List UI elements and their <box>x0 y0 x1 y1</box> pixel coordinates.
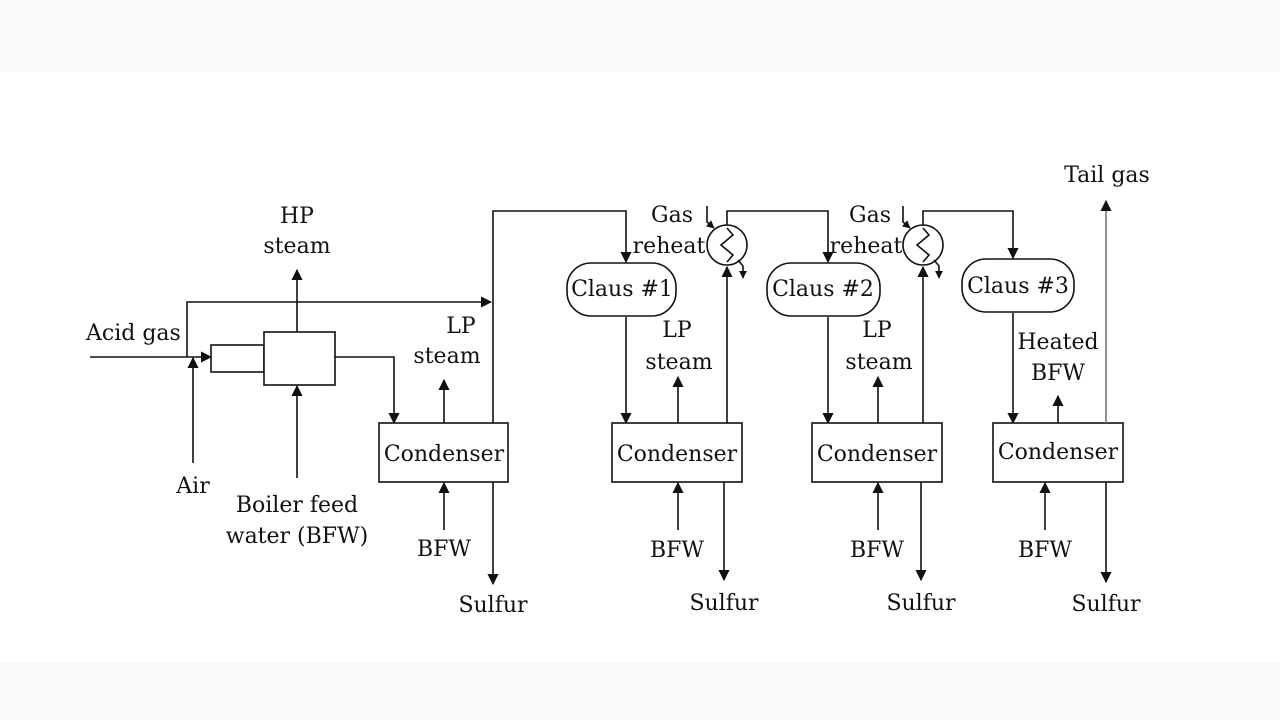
acid-gas-label: Acid gas <box>85 321 181 346</box>
top-margin <box>0 0 1280 72</box>
heated-label: Heated <box>1017 330 1098 355</box>
waste-heat-boiler <box>263 331 336 386</box>
steam-label-1: steam <box>413 344 480 369</box>
condenser-1-label: Condenser <box>384 442 505 467</box>
reheater-to-claus-3-line <box>922 210 1019 260</box>
steam-label-3: steam <box>845 350 912 375</box>
lp-label-1: LP <box>446 314 476 339</box>
condenser-1 <box>378 422 509 483</box>
boiler-to-condenser-line <box>335 356 400 425</box>
bfw-label-1: BFW <box>417 537 471 562</box>
tail-gas-label: Tail gas <box>1064 163 1150 188</box>
gas-reheater-2 <box>902 224 944 266</box>
claus-2-reactor <box>766 262 881 317</box>
gas-reheater-1 <box>706 224 748 266</box>
bfw-label-4: BFW <box>1018 538 1072 563</box>
air-label: Air <box>175 474 210 499</box>
boiler-feed-label-line2: water (BFW) <box>226 524 369 549</box>
condenser-4-label: Condenser <box>998 440 1119 465</box>
reheat-steam-in-2 <box>901 206 911 229</box>
reheater-2-coil <box>915 227 931 263</box>
claus-1-reactor <box>566 262 677 317</box>
condenser-2-label: Condenser <box>617 442 738 467</box>
bottom-margin <box>0 662 1280 720</box>
condenser-2 <box>611 422 743 483</box>
reheater-to-claus-2-line <box>726 210 834 264</box>
reheat-condensate-out-2 <box>933 259 943 279</box>
claus-1-label: Claus #1 <box>571 277 673 302</box>
boiler-feed-label-line1: Boiler feed <box>236 493 358 518</box>
condenser-3-label: Condenser <box>817 442 938 467</box>
claus-2-label: Claus #2 <box>772 277 874 302</box>
gas-label-2: Gas <box>849 203 891 228</box>
lp-label-2: LP <box>662 318 692 343</box>
acid-gas-bypass-line <box>186 296 493 357</box>
heated-bfw-label: BFW <box>1031 361 1085 386</box>
sulfur-label-3: Sulfur <box>886 591 956 616</box>
sulfur-label-4: Sulfur <box>1071 592 1141 617</box>
steam-label-2: steam <box>645 350 712 375</box>
gas-to-claus-1-line <box>492 210 632 423</box>
reheat-condensate-out-1 <box>737 259 747 279</box>
reheat-label-1: reheat <box>633 234 706 259</box>
condenser-4 <box>992 422 1124 483</box>
bfw-label-3: BFW <box>850 538 904 563</box>
bfw-label-2: BFW <box>650 538 704 563</box>
sulfur-label-1: Sulfur <box>458 593 528 618</box>
hp-steam-label-line2: steam <box>263 234 330 259</box>
reheat-label-2: reheat <box>830 234 903 259</box>
reheater-1-coil <box>719 227 735 263</box>
reaction-furnace <box>210 344 265 373</box>
claus-3-reactor <box>961 258 1075 313</box>
hp-steam-label-line1: HP <box>280 204 314 229</box>
lp-label-3: LP <box>862 318 892 343</box>
reheat-steam-in-1 <box>705 206 715 229</box>
sulfur-label-2: Sulfur <box>689 591 759 616</box>
claus-3-label: Claus #3 <box>967 274 1069 299</box>
gas-label-1: Gas <box>651 203 693 228</box>
